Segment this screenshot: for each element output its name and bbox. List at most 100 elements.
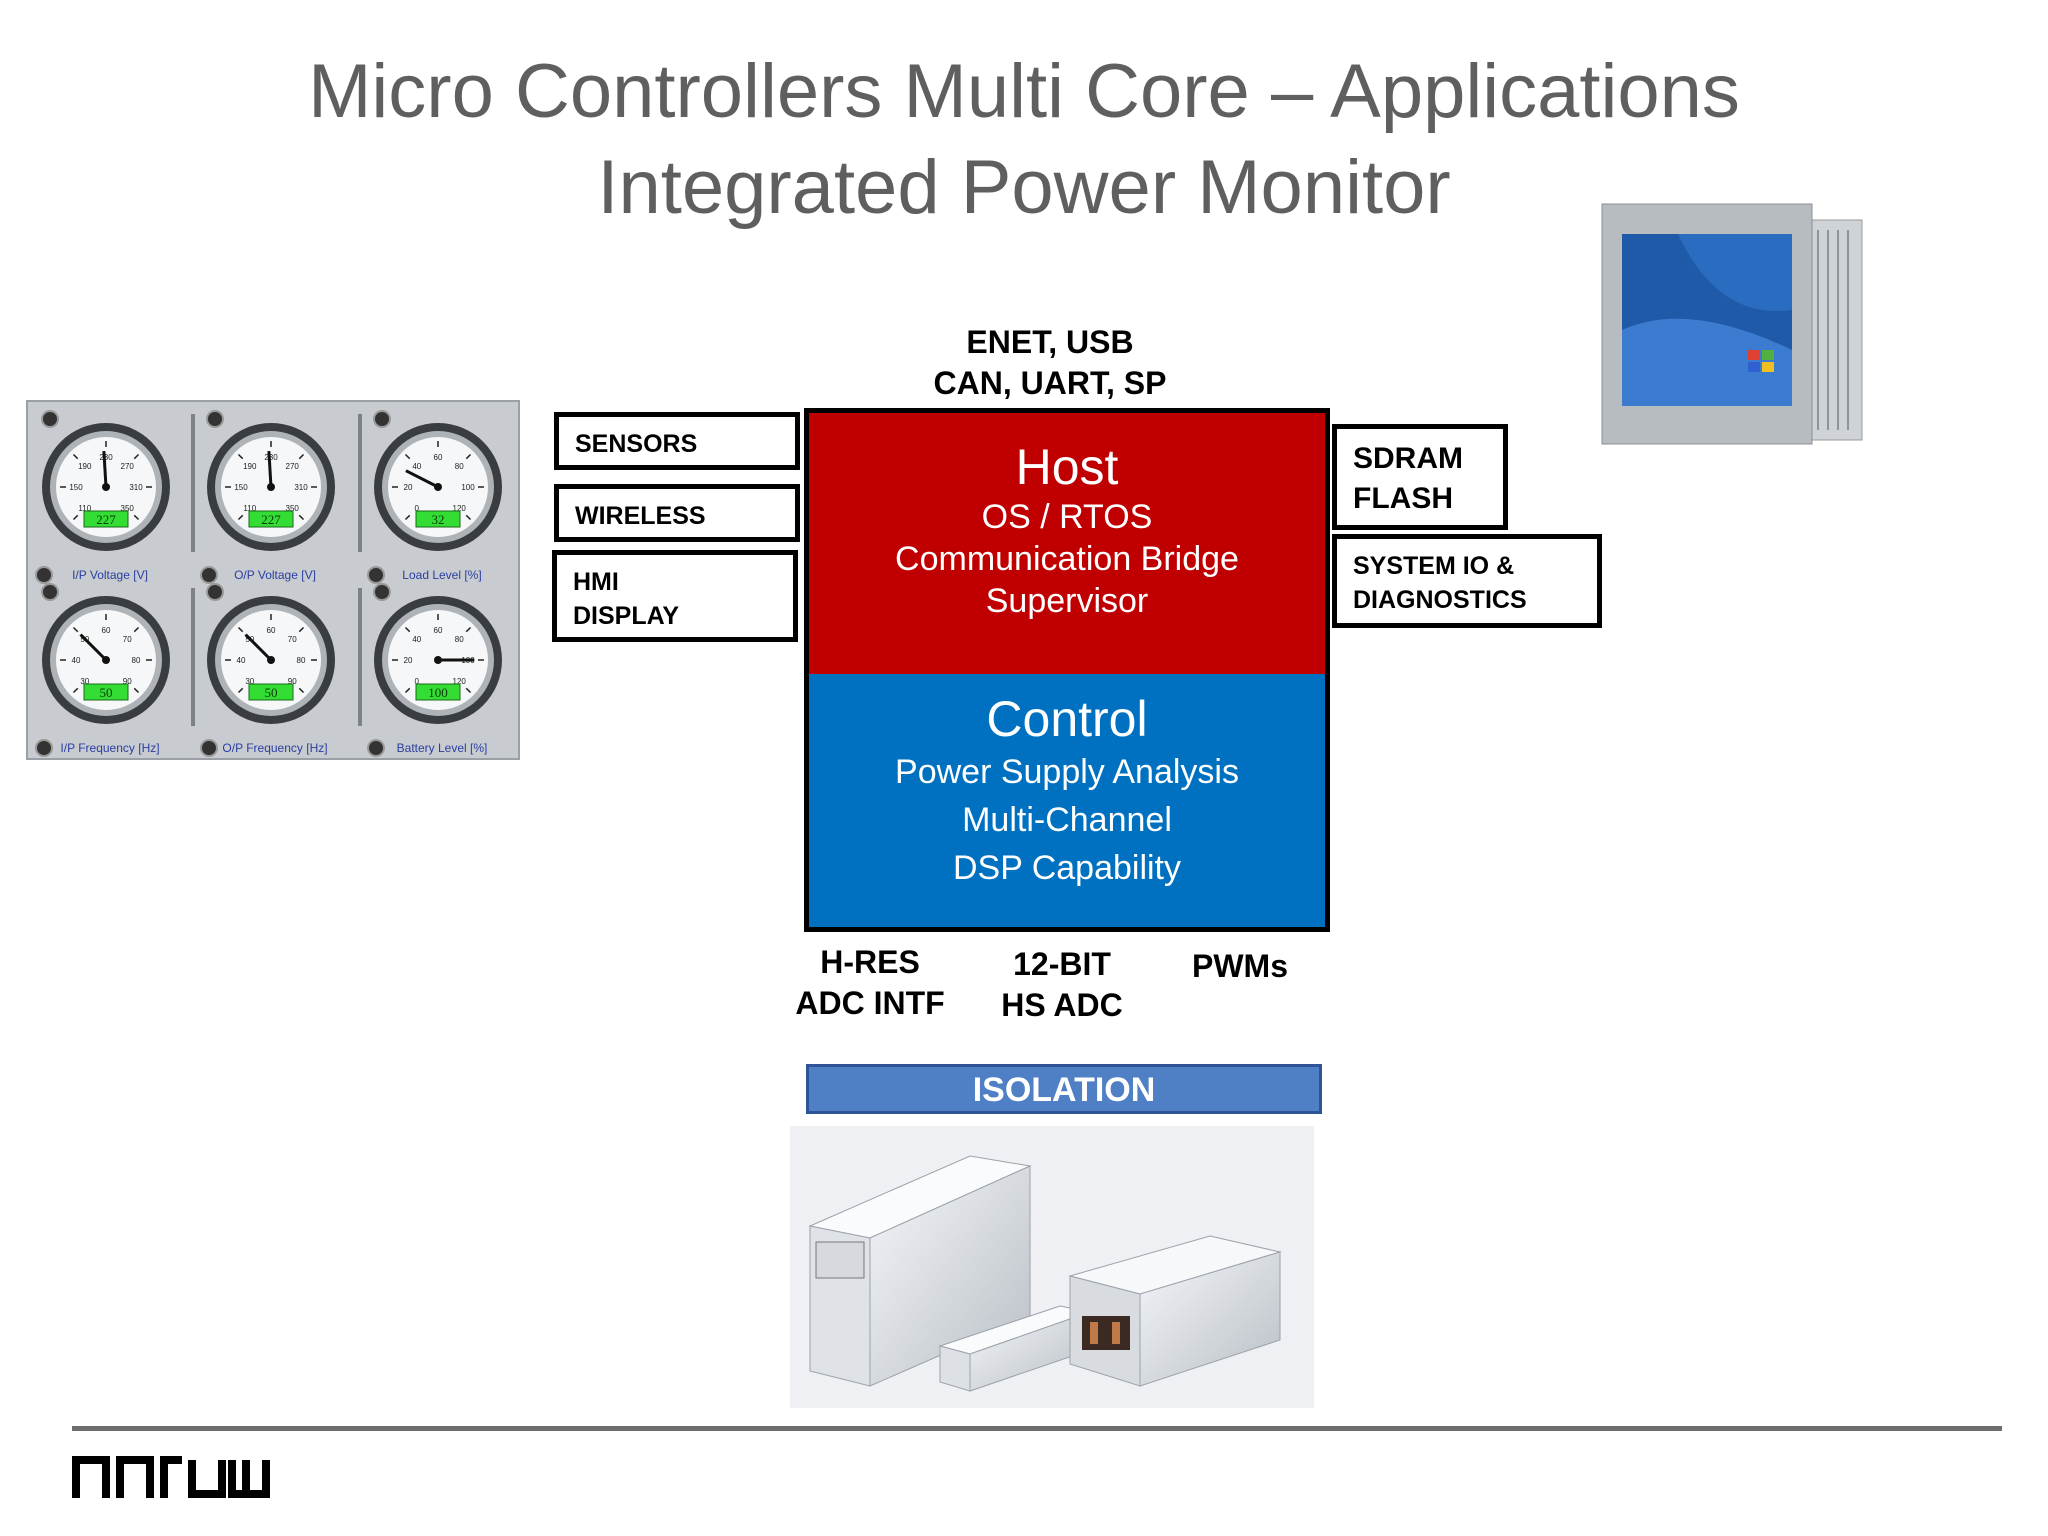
- gauge-tick-label: 40: [412, 462, 421, 471]
- gauge-tick-label: 350: [121, 504, 135, 513]
- top-interfaces-line-1: ENET, USB: [966, 324, 1134, 360]
- top-interfaces-line-2: CAN, UART, SP: [933, 365, 1167, 401]
- gauge-divider: [191, 588, 195, 726]
- gauge-divider: [191, 414, 195, 552]
- gauge-led-icon: [200, 739, 218, 757]
- control-block: Control Power Supply Analysis Multi-Chan…: [808, 674, 1326, 928]
- host-line-2: Communication Bridge: [895, 540, 1239, 578]
- gauge-led-icon: [41, 410, 59, 428]
- pwms-label: PWMs: [1150, 946, 1330, 987]
- host-block: Host OS / RTOS Communication Bridge Supe…: [808, 412, 1326, 674]
- gauge-tick: [404, 514, 411, 521]
- gauge-tick: [465, 453, 472, 460]
- gauge-value: 100: [428, 685, 448, 700]
- gauge-tick-label: 120: [453, 504, 467, 513]
- gauge-tick: [298, 687, 305, 694]
- gauge-tick-label: 0: [415, 677, 420, 686]
- host-title: Host: [1015, 439, 1119, 495]
- gauge-tick: [237, 687, 244, 694]
- gauge-value-display: [415, 683, 461, 701]
- mcu-block-frame: [804, 408, 1330, 932]
- slide-title-line-1: Micro Controllers Multi Core – Applicati…: [308, 49, 1740, 134]
- gauge-tick: [72, 626, 79, 633]
- footer-divider: [72, 1426, 2002, 1431]
- gauge-led-icon: [35, 566, 53, 584]
- gauge-tick-label: 270: [286, 462, 300, 471]
- gauge-tick-label: 190: [243, 462, 257, 471]
- gauge-tick-label: 20: [404, 656, 413, 665]
- gauge-tick-label: 30: [245, 677, 254, 686]
- gauge-tick: [298, 514, 305, 521]
- gauge-tick-label: 270: [121, 462, 135, 471]
- panel-pc-illustration: [1601, 203, 1863, 445]
- diagnostics-label: DIAGNOSTICS: [1353, 586, 1527, 614]
- isolation-bar: ISOLATION: [806, 1064, 1322, 1114]
- gauge-tick-label: 60: [267, 626, 276, 635]
- control-line-1: Power Supply Analysis: [895, 753, 1239, 791]
- sdram-flash-box: SDRAM FLASH: [1332, 424, 1508, 530]
- hres-adc-label: H-RES ADC INTF: [770, 942, 970, 1024]
- gauge-needle-hub: [102, 483, 110, 491]
- gauge-needle: [102, 450, 108, 488]
- gauge-needle-hub: [102, 656, 110, 664]
- gauge-tick-label: 40: [72, 656, 81, 665]
- gauge-tick-label: 80: [455, 635, 464, 644]
- gauge-tick-label: 230: [99, 453, 113, 462]
- display-label: DISPLAY: [573, 602, 680, 630]
- hres-line-1: H-RES: [820, 944, 920, 980]
- gauge-tick: [237, 626, 244, 633]
- gauge-tick: [72, 453, 79, 460]
- gauge-value-display: [415, 510, 461, 528]
- hres-line-2: ADC INTF: [795, 985, 945, 1021]
- gauge-divider: [358, 588, 362, 726]
- hs-adc-label: 12-BIT HS ADC: [962, 944, 1162, 1026]
- gauge-value: 227: [96, 512, 116, 527]
- arrow-logo-mark: [72, 1456, 270, 1498]
- gauge-led-icon: [206, 410, 224, 428]
- gauge-tick-label: 80: [132, 656, 141, 665]
- gauge-tick: [72, 514, 79, 521]
- pwms-line-1: PWMs: [1192, 948, 1288, 984]
- gauge-led-icon: [373, 583, 391, 601]
- gauge-led-icon: [41, 583, 59, 601]
- gauge-value-display: [83, 510, 129, 528]
- gauge-needle: [267, 450, 273, 488]
- gauge-tick: [465, 626, 472, 633]
- sensors-box: SENSORS: [554, 412, 800, 470]
- gauge-tick: [237, 453, 244, 460]
- gauge-label: Battery Level [%]: [397, 741, 488, 755]
- power-filter-modules-image: [790, 1126, 1314, 1408]
- gauge-tick: [404, 453, 411, 460]
- gauge-led-icon: [373, 410, 391, 428]
- gauge-tick-label: 190: [78, 462, 92, 471]
- gauge-label: O/P Frequency [Hz]: [222, 741, 327, 755]
- gauge-tick-label: 80: [297, 656, 306, 665]
- gauge-tick-label: 70: [288, 635, 297, 644]
- gauge-tick: [298, 626, 305, 633]
- gauge-tick: [237, 514, 244, 521]
- gauge-needle: [405, 469, 439, 489]
- control-line-3: DSP Capability: [952, 849, 1182, 887]
- gauge-needle: [79, 633, 108, 662]
- hmi-label: HMI: [573, 568, 619, 596]
- control-line-2: Multi-Channel: [962, 801, 1172, 839]
- gauge-value-display: [83, 683, 129, 701]
- gauge-tick-label: 20: [404, 483, 413, 492]
- gauge-led-icon: [206, 583, 224, 601]
- gauge-led-icon: [367, 739, 385, 757]
- top-interfaces-label: ENET, USB CAN, UART, SP: [900, 322, 1200, 404]
- gauge-tick: [133, 514, 140, 521]
- gauge-needle-hub: [434, 483, 442, 491]
- gauge-label: I/P Frequency [Hz]: [60, 741, 159, 755]
- gauge-tick-label: 40: [237, 656, 246, 665]
- gauge-tick: [133, 687, 140, 694]
- gauge-tick-label: 350: [286, 504, 300, 513]
- gauge-tick-label: 110: [243, 504, 256, 513]
- hs-adc-line-2: HS ADC: [1001, 987, 1123, 1023]
- gauge-led-icon: [35, 739, 53, 757]
- gauge-label: Load Level [%]: [402, 568, 481, 582]
- isolation-label: ISOLATION: [972, 1071, 1156, 1109]
- gauge-value-display: [248, 510, 294, 528]
